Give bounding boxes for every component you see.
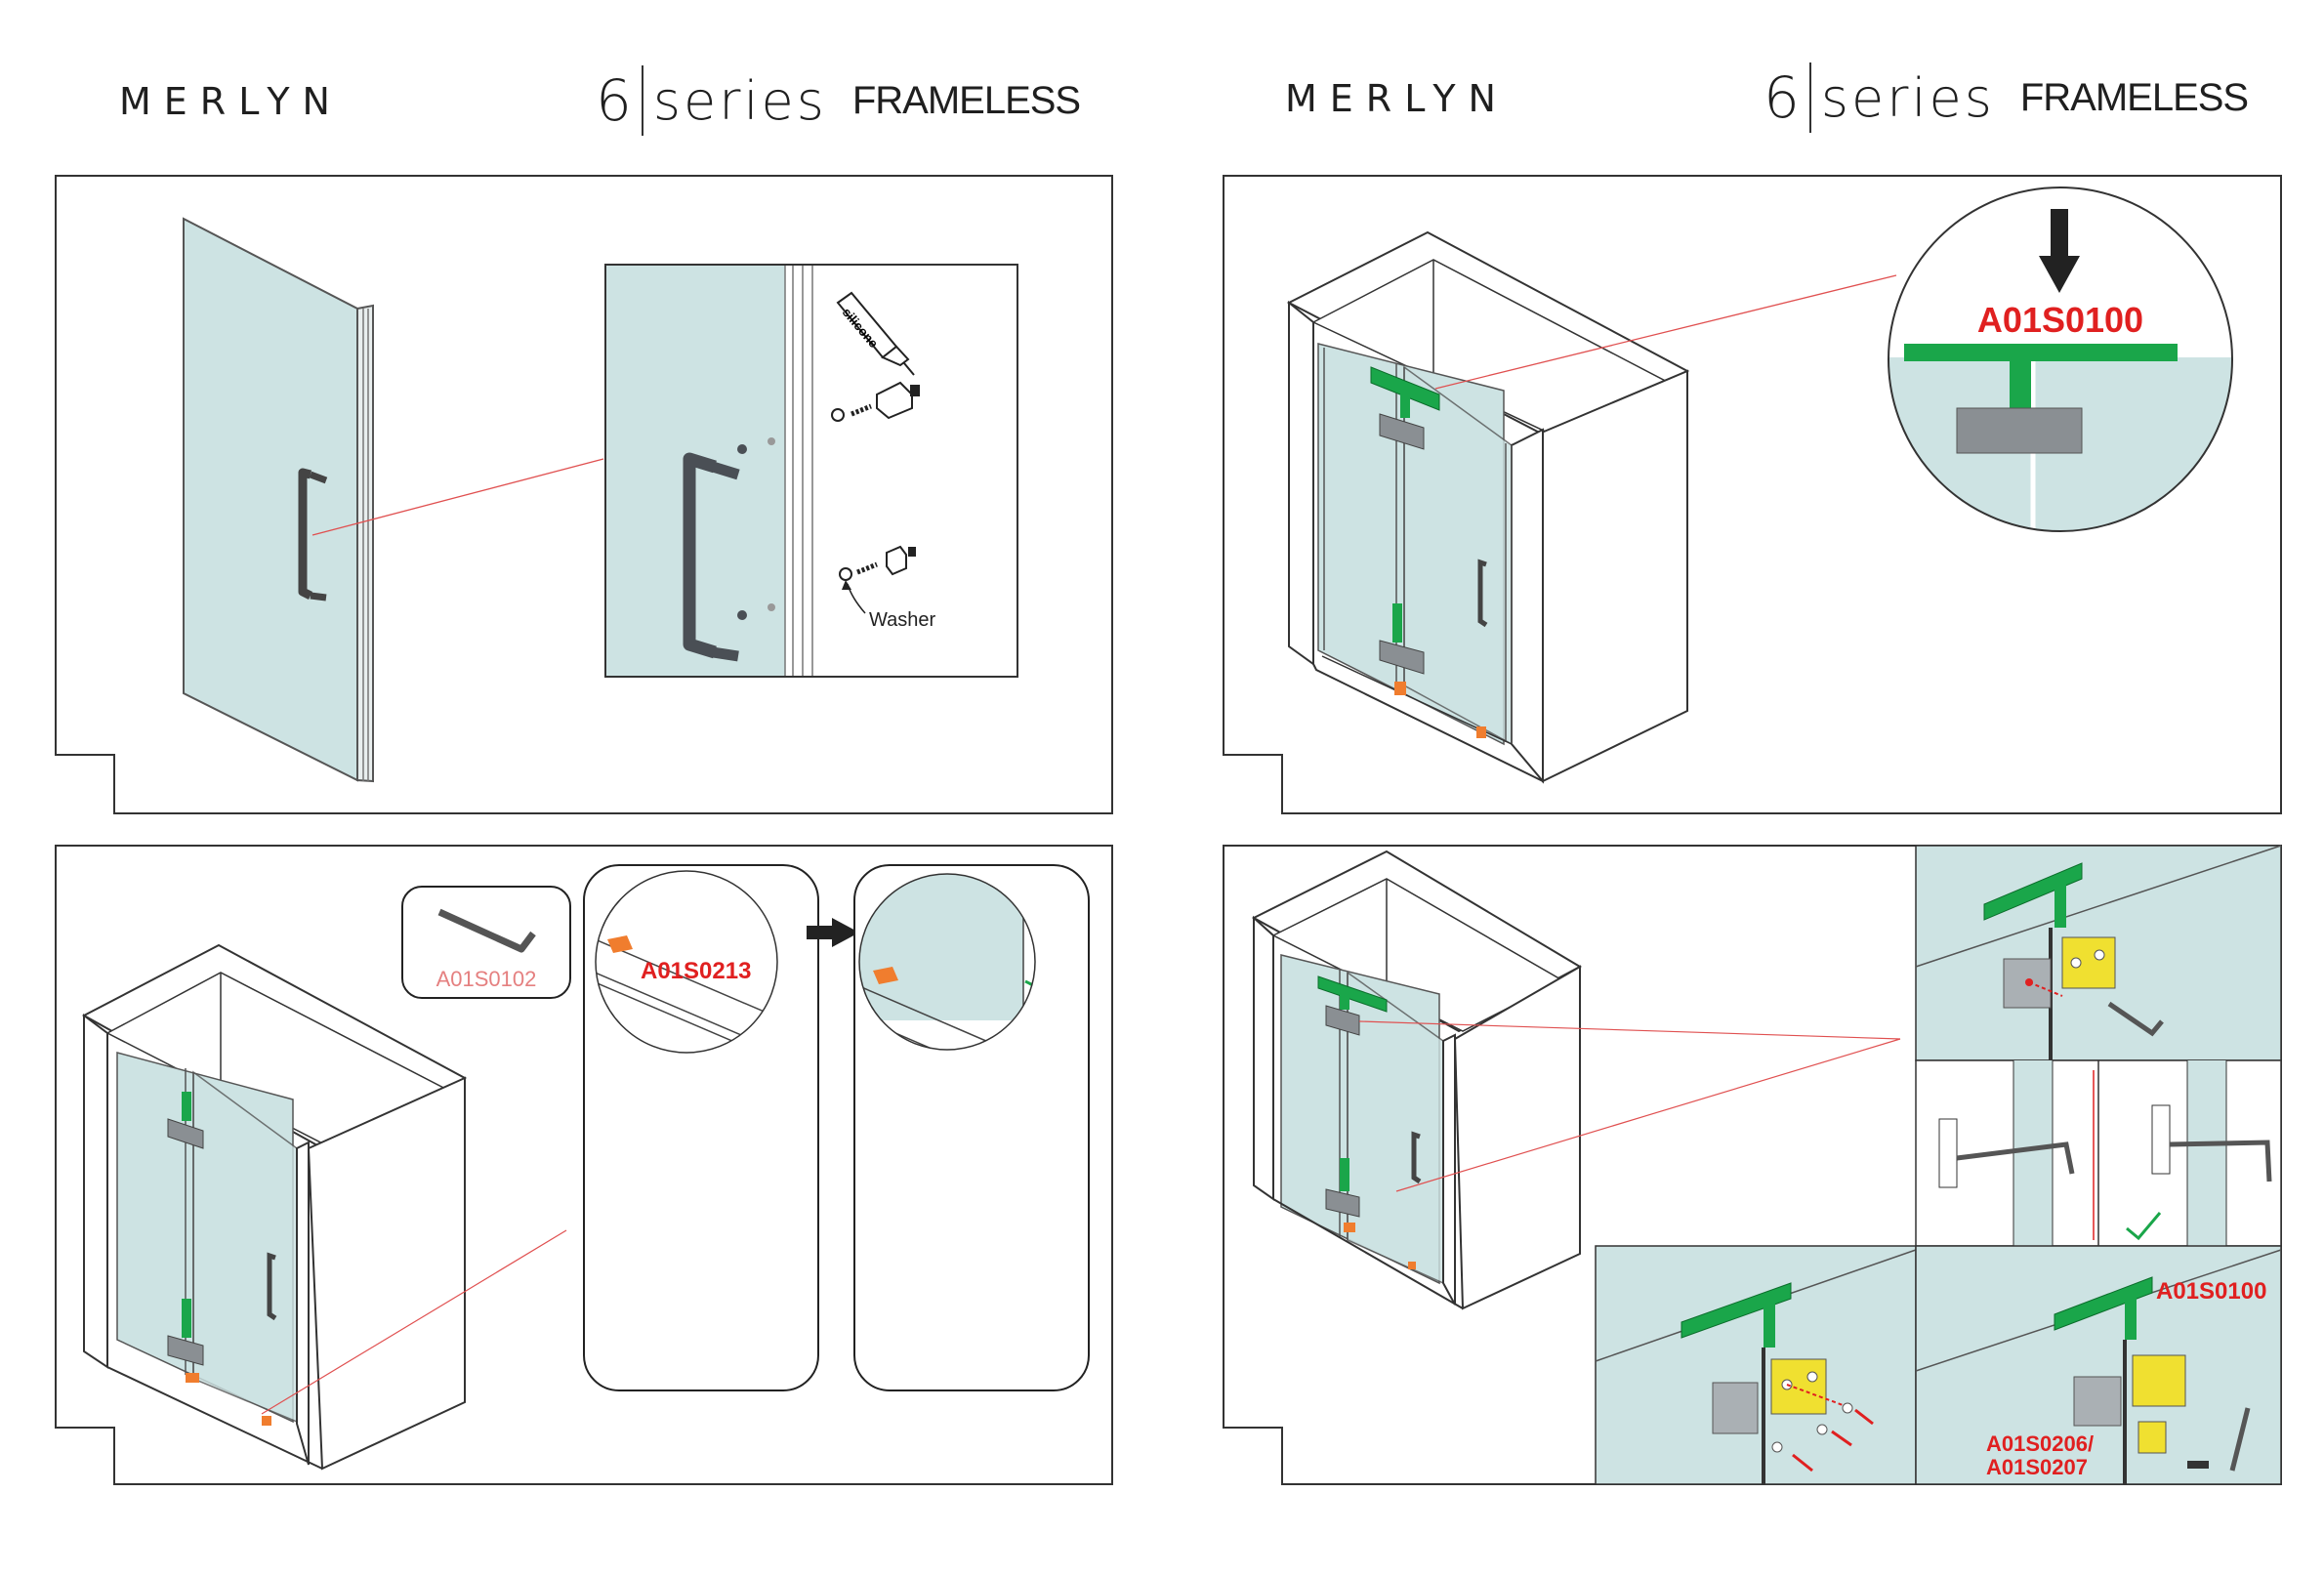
glass-placement-detail — [854, 865, 1089, 1390]
part-code-label: A01S0100 — [2156, 1278, 2266, 1305]
allen-key-box: A01S0102 — [402, 887, 570, 998]
tool-code-label: A01S0102 — [436, 967, 537, 991]
top-clamp-detail-circle: A01S0100 — [1885, 187, 2236, 553]
part-code-alt-label-2: A01S0207 — [1986, 1455, 2088, 1479]
panel-clamp-adjust: A01S0100 A01S0206/ A01S0207 — [1224, 846, 2281, 1484]
part-code-label: A01S0213 — [641, 958, 751, 984]
part-code-alt-label-1: A01S0206/ — [1986, 1431, 2094, 1456]
alignment-check-detail — [1916, 1060, 2281, 1246]
shower-enclosure — [1254, 851, 1580, 1308]
glass-door — [184, 219, 373, 781]
clamp-tighten-detail — [1916, 846, 2281, 1060]
panel-top-clamp: A01S0100 — [1224, 176, 2281, 813]
clamp-plate-screws-detail — [1596, 1246, 1916, 1484]
clamp-cover-detail: A01S0100 A01S0206/ A01S0207 — [1916, 1246, 2281, 1484]
pivot-block-detail: A01S0213 — [584, 865, 818, 1390]
part-code-label: A01S0100 — [1977, 300, 2143, 340]
shower-enclosure — [1289, 232, 1687, 781]
shower-enclosure — [84, 945, 465, 1469]
panel-handle-install: silicone Washer — [56, 176, 1112, 813]
panel-bottom-pivot: A01S0102 A01S0213 — [56, 846, 1112, 1484]
handle-detail-box: silicone Washer — [605, 265, 1017, 677]
detail-callout-line — [1359, 1021, 1900, 1039]
washer-label: Washer — [869, 609, 936, 631]
